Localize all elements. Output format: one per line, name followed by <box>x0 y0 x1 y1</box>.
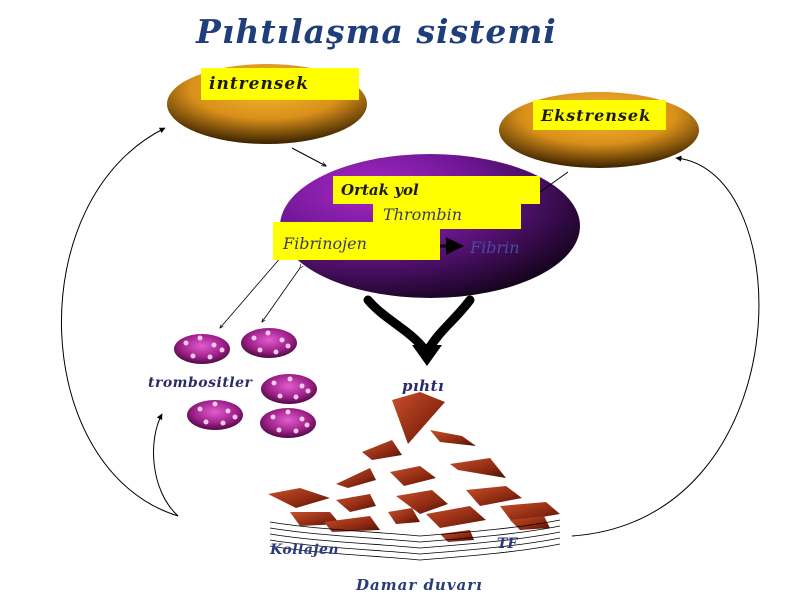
clot-fragment <box>336 468 376 488</box>
clot-fragment <box>430 430 476 446</box>
clot-fragment <box>426 506 486 528</box>
clot-fragment <box>388 508 420 524</box>
platelets-label: trombositler <box>148 375 253 391</box>
clot-fragments <box>268 392 560 542</box>
fibrin-label: Fibrin <box>470 238 520 257</box>
feedback-curve-right <box>571 155 760 537</box>
common-pathway-label: Ortak yol <box>333 176 540 204</box>
extrinsic-label: Ekstrensek <box>533 100 666 130</box>
clot-fragment <box>390 466 436 486</box>
clot-fragment <box>440 530 474 542</box>
clot-fragment <box>450 458 506 478</box>
vessel-wall-label: Damar duvarı <box>356 576 483 594</box>
intrinsic-to-common-arrow <box>291 147 326 166</box>
clot-fragment <box>396 490 448 514</box>
clot-label: pıhtı <box>402 377 445 395</box>
clot-fragment <box>392 392 445 444</box>
feedback-curve-left <box>60 127 179 517</box>
clot-fragment <box>500 502 560 522</box>
page-title: Pıhtılaşma sistemi <box>196 12 557 51</box>
vessel-wall <box>269 519 561 561</box>
clot-fragment <box>466 486 522 506</box>
fibrinogen-platelet-arrow-2 <box>262 268 300 322</box>
intrinsic-label: intrensek <box>201 68 359 100</box>
platelet-cluster <box>174 328 317 438</box>
collagen-label: Kollajen <box>270 542 340 558</box>
fibrinogen-platelet-arrow-1 <box>220 256 282 328</box>
platelet-feedback-curve <box>153 413 179 517</box>
clot-fragment <box>268 488 330 508</box>
to-clot-arrow <box>363 295 430 355</box>
to-clot-arrowhead <box>412 345 442 366</box>
to-clot-arrow-right <box>423 295 475 355</box>
extrinsic-to-common-line <box>539 171 569 193</box>
fibrinogen-label: Fibrinojen <box>273 222 440 260</box>
clot-fragment <box>362 440 402 460</box>
clot-fragment <box>336 494 376 512</box>
platelet <box>241 328 297 358</box>
clot-fragment <box>324 516 380 532</box>
tissue-factor-label: TF <box>497 536 518 552</box>
